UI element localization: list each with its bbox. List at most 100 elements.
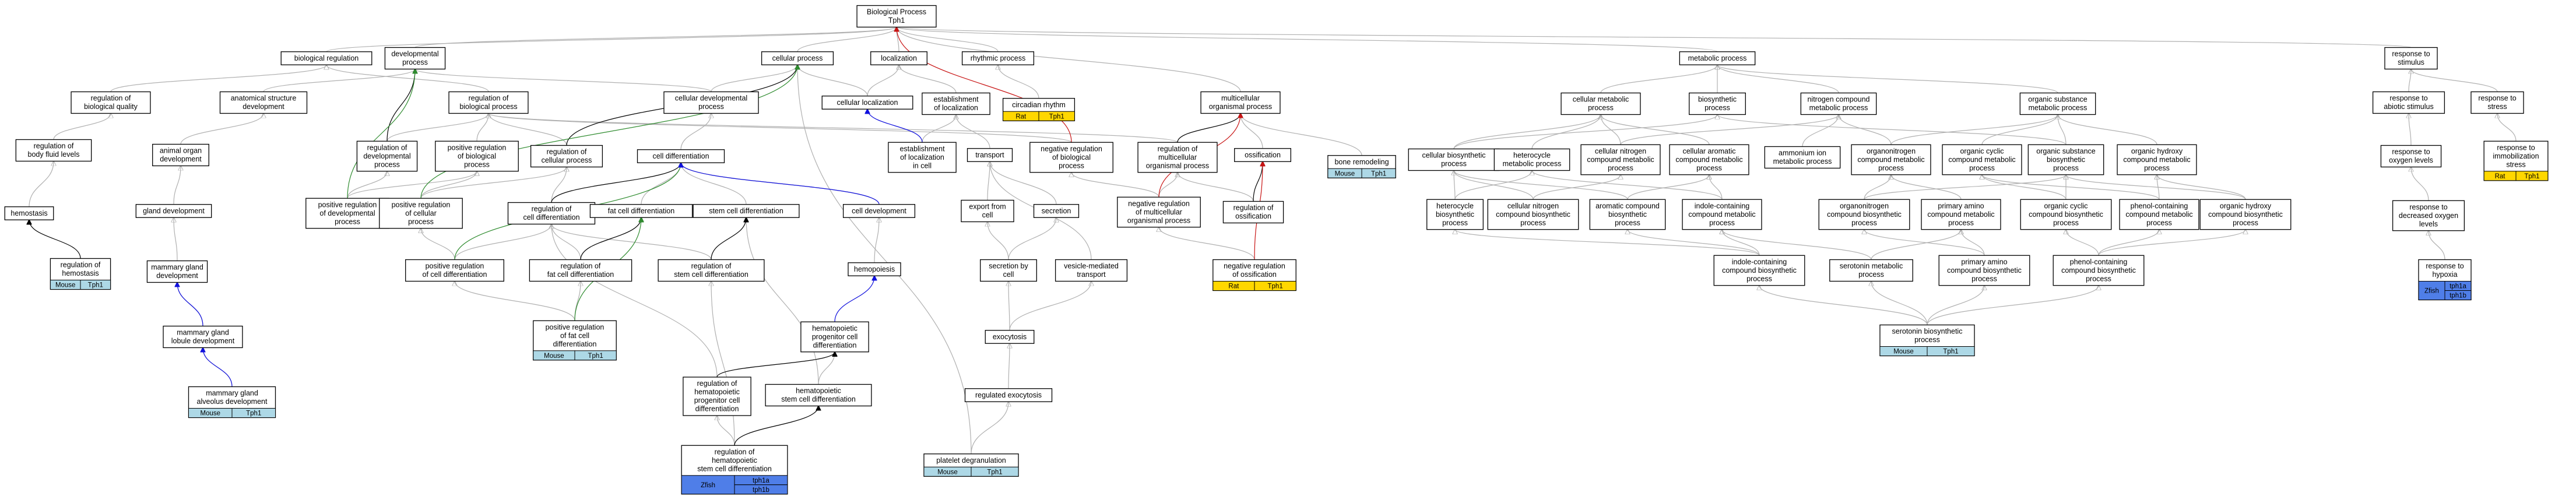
edge-gray <box>899 65 957 93</box>
term-label: cellular nitrogen <box>1507 202 1559 210</box>
term-label: organismal process <box>1209 103 1272 111</box>
term-label: transport <box>1077 270 1106 279</box>
edge-gray <box>1891 175 1962 200</box>
term-label: of localization <box>934 104 978 112</box>
term-box <box>1818 199 1910 230</box>
term-label: process <box>1948 219 1974 227</box>
term-label: process <box>698 103 724 111</box>
term-label: lobule development <box>171 337 235 345</box>
term-label: compound metabolic <box>1857 156 1924 164</box>
term-label: anatomical structure <box>231 94 297 103</box>
term-label: regulation of <box>561 262 601 270</box>
term-label: indole-containing <box>1695 202 1750 210</box>
term-label: process <box>1608 164 1633 172</box>
term-box <box>967 148 1013 162</box>
edge-blue <box>203 348 233 387</box>
term-label: regulation of <box>469 94 509 103</box>
term-label: cellular nitrogen <box>1595 147 1646 155</box>
term-label: cellular localization <box>837 99 898 107</box>
edge-green <box>347 69 415 199</box>
term-label: stress <box>2506 160 2525 168</box>
gene-name: tph1a <box>2450 283 2466 290</box>
term-box <box>280 51 372 65</box>
edge-gray <box>680 114 711 150</box>
term-label: positive regulation <box>546 323 605 331</box>
term-box <box>135 204 212 218</box>
term-label: multicellular <box>1221 94 1260 103</box>
term-box <box>1921 199 2001 230</box>
species-name: Mouse <box>544 353 564 360</box>
term-label: indole-containing <box>1732 258 1787 266</box>
edge-gray <box>2411 167 2429 201</box>
species-cell <box>971 466 1019 477</box>
term-label: biosynthetic <box>1608 210 1647 219</box>
term-label: cell <box>982 211 993 219</box>
edge-gray <box>797 65 868 96</box>
term-label: compound biosynthetic <box>1827 210 1902 219</box>
gene-name: Tph1 <box>1268 283 1283 290</box>
term-label: organonitrogen <box>1867 147 1916 155</box>
term-label: process <box>1588 104 1614 112</box>
term-label: process <box>335 217 360 226</box>
term-label: compound biosynthetic <box>2208 210 2283 219</box>
edge-blue <box>681 163 880 205</box>
term-label: heterocycle <box>1436 202 1474 210</box>
term-label: developmental <box>363 152 410 160</box>
term-label: response to <box>2389 94 2427 103</box>
term-label: in cell <box>913 161 932 170</box>
term-label: response to <box>2392 148 2430 156</box>
term-label: response to <box>2392 50 2430 58</box>
edge-gray <box>347 171 477 199</box>
edge-gray <box>1159 227 1255 260</box>
term-box <box>1713 255 1805 286</box>
edge-gray <box>2157 175 2246 200</box>
term-label: process <box>2144 164 2170 172</box>
edge-gray <box>551 224 581 260</box>
species-cell <box>231 408 276 418</box>
edge-gray <box>1709 175 1723 200</box>
term-box <box>435 140 519 172</box>
species-name: Rat <box>1015 113 1027 120</box>
term-label: Biological Process <box>867 8 926 16</box>
edge-gray <box>897 27 1718 52</box>
term-box <box>2392 200 2465 231</box>
term-label: of fat cell <box>560 332 589 340</box>
term-box <box>219 91 308 114</box>
term-label: biological quality <box>84 103 138 111</box>
term-box <box>448 91 529 114</box>
term-label: ammonium ion <box>1779 149 1826 157</box>
species-cell <box>574 350 617 361</box>
edge-gray <box>1008 282 1010 330</box>
term-label: process <box>1851 219 1877 227</box>
edge-gray <box>971 402 1008 454</box>
term-label: stress <box>2487 103 2507 111</box>
edge-gray <box>420 167 567 199</box>
term-label: response to <box>2497 143 2535 152</box>
term-label: biosynthetic <box>1698 96 1737 104</box>
term-label: serotonin metabolic <box>1840 262 1903 270</box>
term-label: regulation of <box>532 205 572 213</box>
edge-gray <box>2066 175 2246 200</box>
term-box <box>305 198 389 229</box>
term-label: serotonin biosynthetic <box>1892 328 1963 336</box>
edge-gray <box>1531 115 1601 149</box>
term-box <box>2020 199 2112 230</box>
